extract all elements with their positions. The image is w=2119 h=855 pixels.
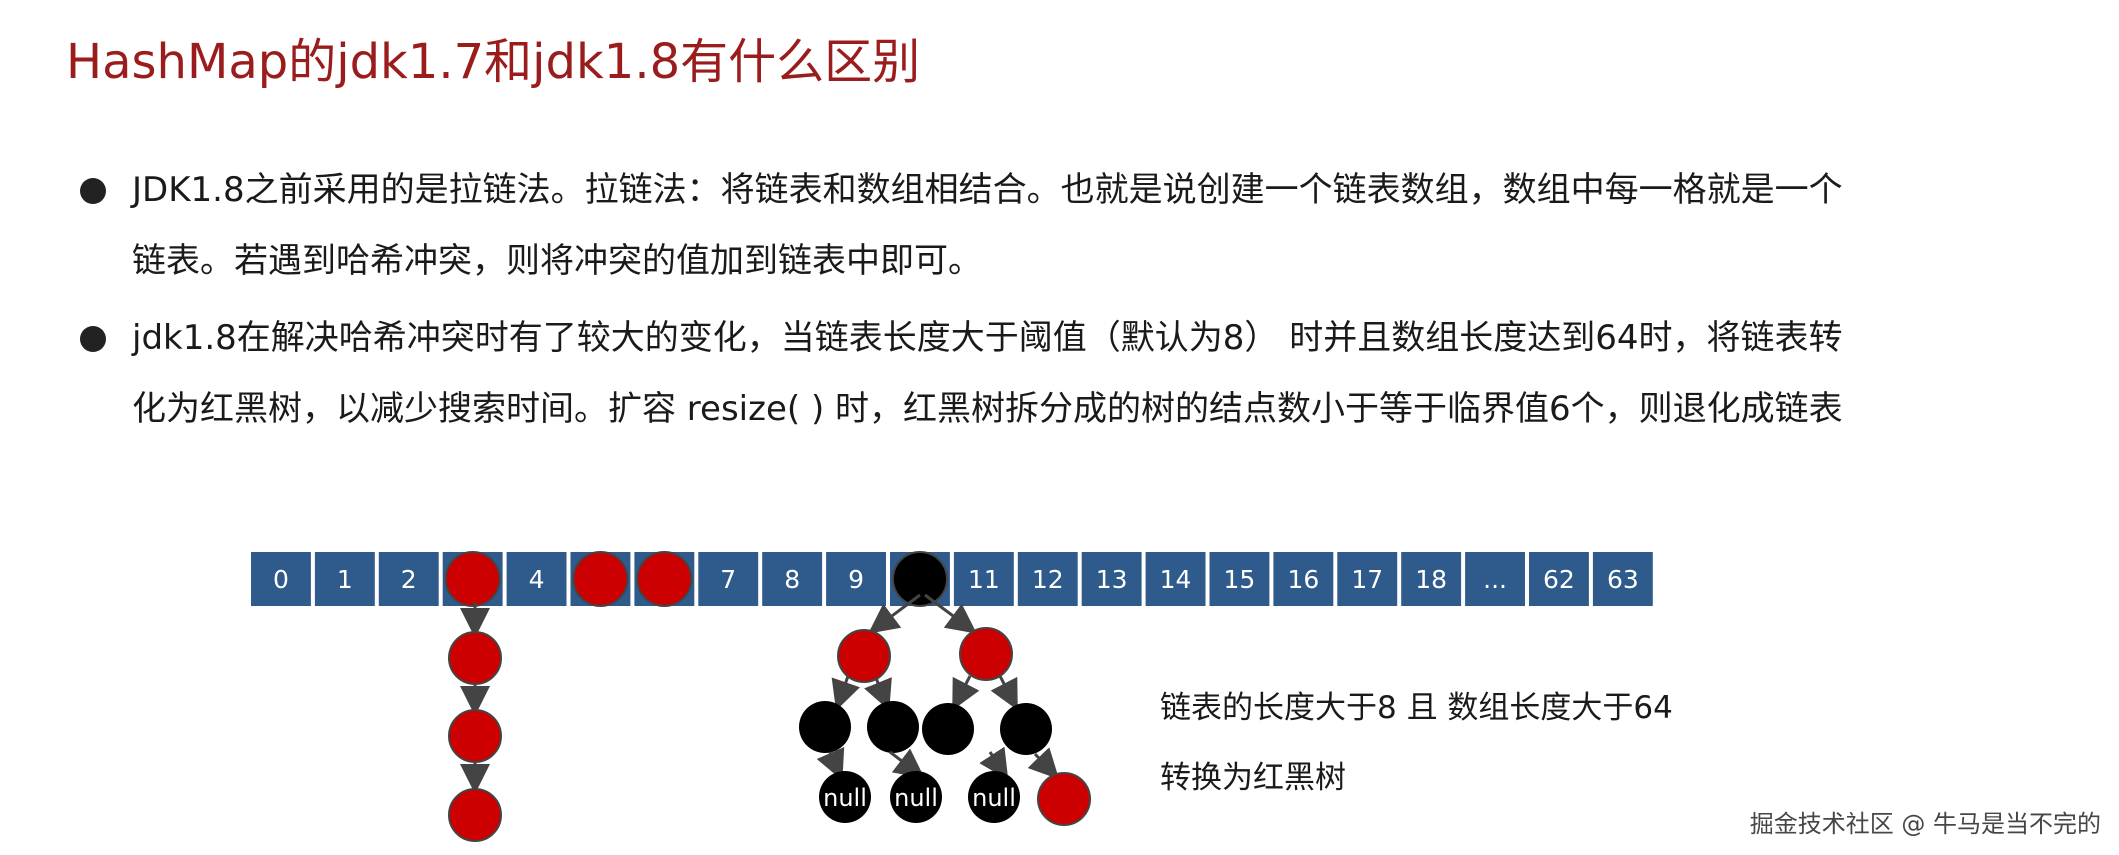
linked-list	[448, 602, 502, 842]
bucket-index-label: 18	[1415, 565, 1447, 594]
null-leaf	[968, 771, 1020, 823]
bucket-cell	[824, 550, 888, 608]
tree-node-black	[922, 703, 974, 755]
bucket-index-label: 14	[1160, 565, 1192, 594]
bucket-index-label: 2	[401, 565, 417, 594]
bullet-1-line-2: 链表。若遇到哈希冲突，则将冲突的值加到链表中即可。	[132, 241, 982, 281]
bullet-2-line-1: jdk1.8在解决哈希冲突时有了较大的变化，当链表长度大于阈值（默认为8） 时并…	[132, 318, 1843, 358]
null-leaf	[819, 771, 871, 823]
bucket-cell	[696, 550, 761, 608]
bucket-index-label: 15	[1224, 565, 1256, 594]
bucket-index-label: 7	[720, 565, 736, 594]
bucket-cell	[1207, 550, 1272, 608]
caption-line-2: 转换为红黑树	[1160, 760, 1346, 796]
bucket-node-red	[444, 551, 501, 607]
watermark-text: 掘金技术社区 @ 牛马是当不完的	[1749, 810, 2101, 838]
bucket-index-label: ...	[1483, 565, 1507, 594]
bucket-node-red	[636, 551, 693, 607]
tree-node-red	[959, 627, 1013, 681]
bucket-index-label: 8	[784, 565, 800, 594]
tree-node-black	[867, 701, 919, 753]
bucket-cell	[249, 550, 313, 608]
bucket-cell	[1399, 550, 1464, 608]
null-label: null	[972, 784, 1016, 812]
bucket-index-label: 63	[1607, 565, 1639, 594]
tree-node-red	[1037, 772, 1091, 826]
bucket-node-red	[572, 551, 629, 607]
bucket-cell	[312, 550, 377, 608]
bucket-cell	[504, 550, 569, 608]
bucket-index-label: 12	[1032, 565, 1064, 594]
bucket-cell	[1590, 550, 1655, 608]
bucket-index-label: 4	[529, 565, 545, 594]
bullet-1-line-1: JDK1.8之前采用的是拉链法。拉链法：将链表和数组相结合。也就是说创建一个链表…	[132, 170, 1843, 210]
bucket-index-label: 0	[273, 565, 289, 594]
list-node	[448, 709, 502, 763]
slide-title: HashMap的jdk1.7和jdk1.8有什么区别	[66, 34, 921, 90]
bucket-index-label: 9	[848, 565, 864, 594]
list-node	[448, 788, 502, 842]
bucket-index-label: 62	[1543, 565, 1575, 594]
tree-node-black	[1000, 703, 1052, 755]
bucket-cell	[1463, 550, 1527, 608]
bucket-index-label: 16	[1287, 565, 1319, 594]
null-label: null	[823, 784, 867, 812]
bucket-index-label: 11	[968, 565, 1000, 594]
red-black-tree: null null null	[799, 593, 1091, 826]
bullet-dot-1	[80, 178, 106, 204]
bucket-cell	[1271, 550, 1336, 608]
caption-line-1: 链表的长度大于8 且 数组长度大于64	[1160, 690, 1673, 726]
bucket-index-label: 17	[1351, 565, 1383, 594]
tree-node-red	[837, 629, 891, 683]
bucket-index-label: 13	[1096, 565, 1128, 594]
bucket-cell	[1143, 550, 1208, 608]
null-label: null	[894, 784, 938, 812]
bucket-cell	[951, 550, 1016, 608]
list-node	[448, 631, 502, 685]
bullet-dot-2	[80, 326, 106, 352]
bucket-cell	[1015, 550, 1080, 608]
bucket-index-label: 1	[337, 565, 353, 594]
bucket-node-black	[891, 551, 948, 607]
bucket-cell	[1527, 550, 1591, 608]
tree-node-black	[799, 701, 851, 753]
bucket-cell	[1079, 550, 1144, 608]
bucket-cell	[376, 550, 441, 608]
bullet-2-line-2: 化为红黑树，以减少搜索时间。扩容 resize( ) 时，红黑树拆分成的树的结点…	[132, 389, 1843, 429]
bucket-cell	[1335, 550, 1400, 608]
bucket-cell	[760, 550, 825, 608]
null-leaf	[890, 771, 942, 823]
